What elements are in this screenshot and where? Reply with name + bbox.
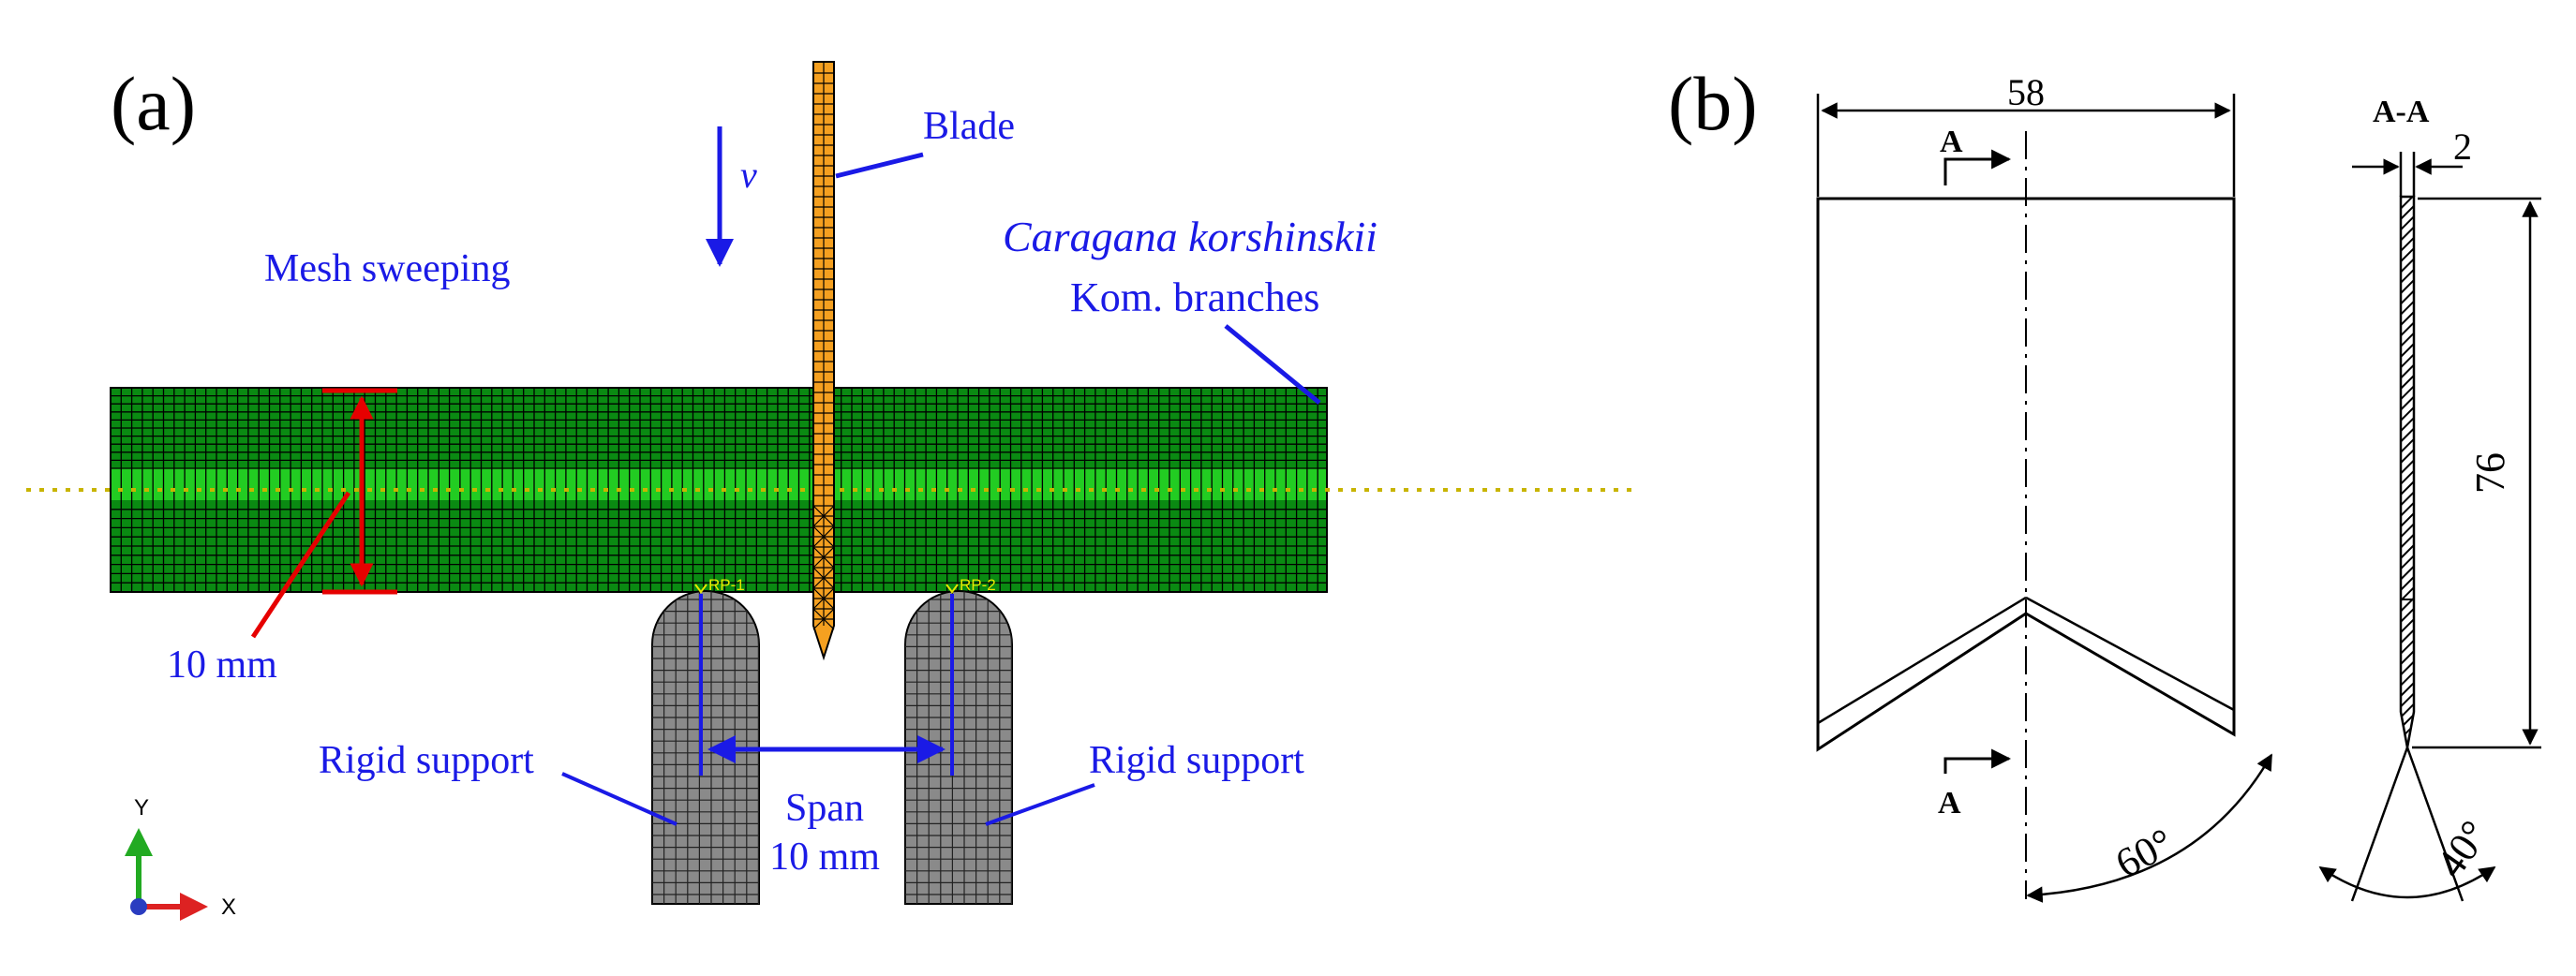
- reference-point-1: RP-1: [694, 576, 745, 594]
- thickness-dim-label: 2: [2453, 126, 2472, 168]
- blade-label: Blade: [923, 105, 1015, 148]
- panel-b-label: (b): [1668, 61, 1758, 146]
- blade-leader: [835, 152, 924, 179]
- panel-a: (a) RP-1: [26, 61, 1638, 921]
- wedge-angle-label: 40°: [2427, 812, 2497, 886]
- branch-mesh: [110, 387, 1328, 593]
- rigid-support-right-label: Rigid support: [1089, 739, 1304, 782]
- coordinate-triad: Y X: [125, 795, 236, 921]
- support-right-leader: [985, 783, 1095, 826]
- width-dim-label: 58: [2007, 71, 2045, 113]
- blade-section-view: [2399, 195, 2416, 748]
- height-dimension: [2412, 197, 2541, 749]
- section-marker-top-label: A: [1940, 125, 1963, 159]
- section-title: A-A: [2373, 95, 2430, 129]
- span-label: Span: [785, 787, 864, 830]
- species-label: Caragana korshinskii: [1003, 213, 1377, 260]
- section-marker-top: [1943, 149, 2012, 185]
- span-value-label: 10 mm: [769, 836, 880, 879]
- rigid-support-left: [651, 590, 760, 905]
- axis-y-label: Y: [134, 795, 149, 821]
- mesh-sweeping-label: Mesh sweeping: [264, 247, 510, 290]
- branches-label: Kom. branches: [1070, 274, 1319, 320]
- width-dimension: [1816, 94, 2236, 197]
- branch-center-band: [111, 468, 1327, 500]
- rigid-support-right: [904, 590, 1013, 905]
- velocity-label: v: [740, 154, 757, 196]
- panel-b: (b) 58 A A 60° A-A: [1668, 61, 2541, 903]
- axis-x-label: X: [221, 895, 236, 920]
- rp2-label: RP-2: [960, 576, 996, 594]
- section-marker-bottom-label: A: [1938, 786, 1961, 821]
- branches-leader: [1224, 324, 1321, 405]
- rigid-support-left-label: Rigid support: [319, 739, 534, 782]
- rp1-label: RP-1: [708, 576, 745, 594]
- blade-front-view: [1816, 197, 2236, 752]
- edge-angle-label: 60°: [2108, 820, 2181, 887]
- edge-angle-arc: [2026, 753, 2273, 903]
- support-left-leader: [561, 772, 678, 826]
- wedge-angle-lines: [2318, 747, 2496, 902]
- panel-a-label: (a): [111, 61, 196, 146]
- blade-mesh: [812, 61, 835, 661]
- section-marker-bottom: [1943, 748, 2012, 774]
- height-dim-label: 76: [2467, 452, 2513, 494]
- diameter-dimension: [250, 388, 397, 639]
- reference-point-2: RP-2: [946, 576, 996, 594]
- thickness-dimension: [2352, 152, 2463, 197]
- diameter-label: 10 mm: [167, 643, 277, 687]
